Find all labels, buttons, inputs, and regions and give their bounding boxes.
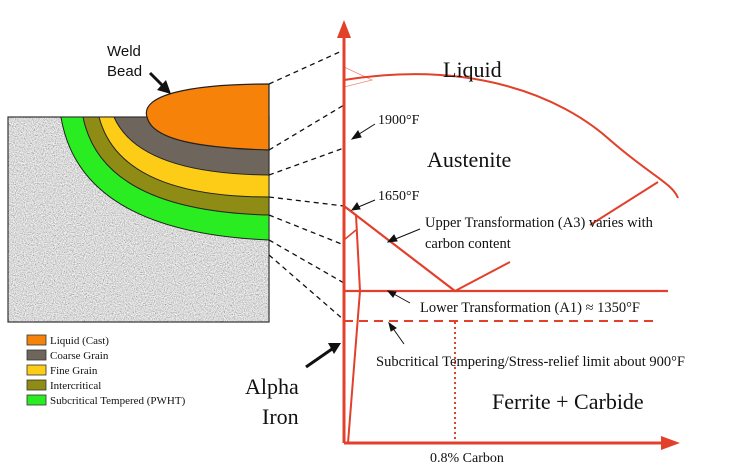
x-axis-arrowhead bbox=[661, 436, 680, 450]
legend-swatch bbox=[26, 334, 47, 346]
weld-label-line1: Weld bbox=[107, 43, 141, 60]
upper-transformation-line1: Upper Transformation (A3) varies with bbox=[425, 215, 654, 231]
liquidus-faint bbox=[343, 66, 374, 88]
legend-label: Subcritical Tempered (PWHT) bbox=[50, 395, 186, 407]
alpha-boundary bbox=[343, 205, 362, 444]
legend-item-coarse-grain: Coarse Grain bbox=[26, 349, 109, 362]
acm-line bbox=[454, 261, 511, 292]
legend-label: Fine Grain bbox=[50, 365, 98, 377]
a3-line bbox=[343, 205, 456, 292]
mapping-lines bbox=[268, 49, 345, 321]
legend-item-fine-grain: Fine Grain bbox=[26, 364, 98, 377]
legend-label: Liquid (Cast) bbox=[50, 335, 109, 347]
weld-label-line2: Bead bbox=[107, 63, 142, 80]
alpha-inner bbox=[343, 229, 357, 241]
ferrite-label: Ferrite + Carbide bbox=[492, 389, 644, 414]
lower-transformation-label: Lower Transformation (A1) ≈ 1350°F bbox=[420, 300, 640, 316]
alpha-label-line1: Alpha bbox=[245, 374, 299, 399]
temp-1650-label: 1650°F bbox=[378, 189, 420, 204]
weld-arrow bbox=[148, 71, 171, 94]
pointer-arrows bbox=[350, 123, 421, 345]
legend-swatch bbox=[26, 364, 47, 376]
subcritical-note: Subcritical Tempering/Stress-relief limi… bbox=[376, 354, 685, 370]
alpha-label-line2: Iron bbox=[262, 404, 299, 429]
alpha-arrow bbox=[305, 343, 341, 369]
legend-item-liquid: Liquid (Cast) bbox=[26, 334, 109, 347]
y-axis-arrowhead bbox=[337, 20, 351, 38]
legend-swatch bbox=[26, 379, 47, 391]
liquidus-curve bbox=[343, 73, 679, 199]
austenite-label: Austenite bbox=[427, 147, 511, 172]
legend-item-intercritical: Intercritical bbox=[26, 379, 101, 392]
upper-transformation-line2: carbon content bbox=[425, 236, 511, 252]
temp-1900-label: 1900°F bbox=[378, 113, 420, 128]
legend-label: Intercritical bbox=[50, 380, 101, 392]
legend-item-subcritical: Subcritical Tempered (PWHT) bbox=[26, 394, 186, 407]
legend-swatch bbox=[26, 349, 47, 361]
legend-swatch bbox=[26, 394, 47, 406]
legend: Liquid (Cast) Coarse Grain Fine Grain In… bbox=[26, 334, 186, 407]
phase-diagram bbox=[337, 20, 680, 450]
carbon-label: 0.8% Carbon bbox=[430, 451, 504, 466]
liquid-label: Liquid bbox=[443, 57, 502, 82]
acm-upper bbox=[589, 181, 659, 226]
legend-label: Coarse Grain bbox=[50, 350, 109, 362]
